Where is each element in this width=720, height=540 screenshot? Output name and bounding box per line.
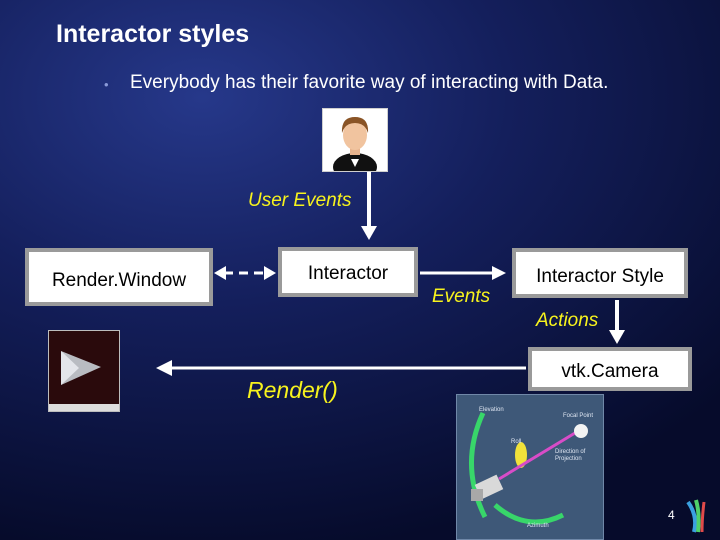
elevation-label: Elevation (479, 407, 504, 413)
user-to-interactor-arrowhead (361, 226, 377, 240)
render-label: Render() (247, 377, 338, 403)
slide-title: Interactor styles (56, 20, 250, 48)
events-label: Events (432, 286, 491, 307)
style-to-camera-arrowhead (609, 330, 625, 344)
dashed-arrowhead-left (214, 266, 226, 280)
roll-label: Roll (511, 439, 522, 445)
bullet-text: Everybody has their favorite way of inte… (130, 72, 609, 93)
actions-label: Actions (536, 310, 599, 331)
azimuth-label: Azimuth (527, 523, 549, 529)
interactor-to-style-arrowhead (492, 266, 506, 280)
camera-diagram-image: Elevation Focal Point Roll Direction of … (456, 394, 604, 540)
camera-to-render-window-arrowhead (156, 360, 172, 376)
camera-node: vtk.Camera (528, 347, 692, 391)
interactor-style-node: Interactor Style (512, 248, 688, 298)
render-window-thumbnail (48, 330, 120, 412)
direction-of-projection-label: Direction of Projection (555, 449, 586, 462)
render-window-node: Render.Window (25, 248, 213, 306)
interactor-node: Interactor (278, 247, 418, 297)
focal-point-label: Focal Point (563, 413, 594, 419)
logo-icon (684, 498, 714, 534)
dashed-arrowhead-right (264, 266, 276, 280)
page-number: 4 (668, 508, 675, 522)
user-events-label: User Events (248, 190, 352, 211)
bullet-icon: • (104, 77, 109, 92)
user-avatar-icon (322, 108, 388, 181)
